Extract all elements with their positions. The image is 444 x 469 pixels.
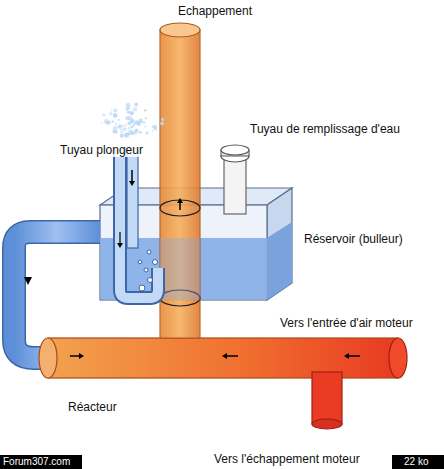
flow-arrow	[177, 198, 183, 203]
flow-arrow	[348, 355, 360, 357]
part-label: Réacteur	[66, 400, 119, 414]
bubbles	[138, 250, 157, 291]
flow-arrow	[131, 170, 133, 182]
part-label: Vers l'échappement moteur	[212, 452, 362, 466]
flow-arrow	[119, 232, 120, 244]
dip-tube	[120, 148, 158, 298]
part-label: Tuyau plongeur	[58, 143, 145, 157]
flow-arrow	[70, 355, 80, 357]
reactor-end	[389, 338, 407, 378]
exhaust-pipe-top	[160, 23, 200, 37]
part-label: Vers l'entrée d'air moteur	[278, 316, 415, 330]
flow-arrow	[117, 243, 123, 248]
part-label: Tuyau de remplissage d'eau	[248, 122, 402, 136]
exhaust-branch-end	[312, 419, 342, 429]
footer-bar	[392, 455, 444, 469]
flow-arrow	[222, 353, 227, 359]
footer-bar	[0, 455, 82, 469]
exhaust-pipe	[160, 30, 200, 338]
flow-arrow	[226, 355, 238, 357]
flow-arrow	[344, 353, 349, 359]
dip-tube-inner	[127, 148, 138, 248]
filler-pipe	[224, 156, 246, 214]
dip-tube	[120, 148, 158, 298]
flow-arrow	[129, 181, 135, 186]
reactor-end	[39, 338, 57, 378]
tank-water-overlay	[160, 238, 200, 300]
flow-arrow	[79, 353, 84, 359]
part-label: Réservoir (bulleur)	[302, 232, 405, 246]
tank-water	[267, 222, 292, 300]
reactor-pipe	[48, 338, 398, 378]
part-label: Echappement	[176, 4, 254, 18]
filler-cap	[221, 145, 249, 155]
footer-text: Forum307.com	[3, 455, 70, 468]
splash	[101, 103, 165, 138]
tank-side	[267, 188, 292, 300]
exhaust-branch	[312, 372, 342, 424]
flow-arrow	[24, 277, 32, 285]
footer-text: 22 ko	[404, 455, 428, 468]
